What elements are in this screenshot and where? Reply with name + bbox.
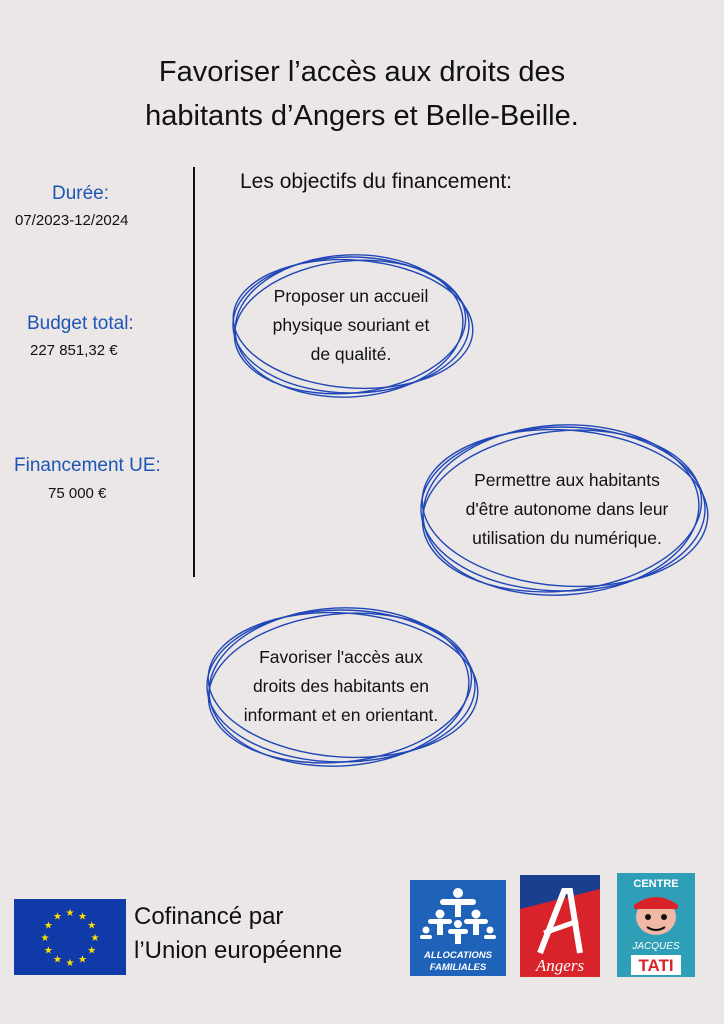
financement-label: Financement UE: bbox=[14, 455, 161, 476]
title-line-1: Favoriser l’accès aux droits des bbox=[158, 56, 566, 88]
objective-2-line-1: Permettre aux habitants bbox=[474, 469, 660, 490]
objective-3-line-3: informant et en orientant. bbox=[243, 704, 439, 725]
scribble-circle-3 bbox=[206, 607, 479, 767]
svg-text:★: ★ bbox=[53, 911, 62, 922]
svg-text:★: ★ bbox=[44, 921, 53, 932]
objective-bubble-3: Favoriser l'accès aux droits des habitan… bbox=[202, 604, 480, 768]
objective-1-line-1: Proposer un accueil bbox=[273, 285, 429, 306]
scribble-circle-1 bbox=[232, 254, 474, 398]
duree-value: 07/2023-12/2024 bbox=[15, 212, 129, 229]
angers-text: Angers bbox=[535, 956, 585, 975]
caf-text-1: ALLOCATIONS bbox=[423, 950, 493, 961]
title-line-2: habitants d’Angers et Belle-Beille. bbox=[145, 100, 579, 132]
angers-logo: Angers bbox=[520, 875, 600, 977]
tati-face-icon: CENTRE JACQUES TATI bbox=[631, 878, 681, 975]
objective-bubble-1: Proposer un accueil physique souriant et… bbox=[228, 250, 474, 400]
caf-logo: ALLOCATIONS FAMILIALES bbox=[410, 880, 506, 976]
objective-bubble-2: Permettre aux habitants d'être autonome … bbox=[416, 420, 710, 598]
svg-text:★: ★ bbox=[91, 933, 100, 944]
objective-3-line-2: droits des habitants en bbox=[252, 675, 430, 696]
eu-stars-icon: ★ ★ ★ ★ ★ ★ ★ ★ ★ ★ ★ ★ bbox=[41, 908, 100, 969]
svg-text:★: ★ bbox=[41, 933, 50, 944]
financement-value: 75 000 € bbox=[48, 485, 107, 502]
caf-text-2: FAMILIALES bbox=[430, 962, 487, 973]
angers-a-icon: Angers bbox=[520, 875, 600, 977]
svg-text:★: ★ bbox=[78, 911, 87, 922]
duree-label: Durée: bbox=[52, 183, 110, 204]
svg-text:★: ★ bbox=[87, 946, 96, 957]
svg-text:★: ★ bbox=[44, 946, 53, 957]
cofinance-line-2: l’Union européenne bbox=[134, 937, 343, 964]
svg-text:★: ★ bbox=[53, 955, 62, 966]
objective-1-line-3: de qualité. bbox=[310, 343, 392, 364]
objective-1-line-2: physique souriant et bbox=[272, 314, 430, 335]
budget-value: 227 851,32 € bbox=[30, 342, 118, 359]
objective-2-line-3: utilisation du numérique. bbox=[472, 527, 662, 548]
objective-3-text: Favoriser l'accès aux droits des habitan… bbox=[202, 604, 480, 768]
eu-flag-logo: ★ ★ ★ ★ ★ ★ ★ ★ ★ ★ ★ ★ bbox=[14, 899, 126, 975]
tati-text-1: CENTRE bbox=[633, 878, 678, 890]
cofinance-line-1: Cofinancé par bbox=[134, 903, 284, 930]
cofinance-text: Cofinancé par l’Union européenne bbox=[134, 900, 342, 968]
svg-text:★: ★ bbox=[87, 921, 96, 932]
scribble-circle-2 bbox=[420, 424, 709, 596]
tati-text-2: JACQUES bbox=[631, 941, 680, 952]
centre-jacques-tati-logo: CENTRE JACQUES TATI bbox=[617, 873, 695, 977]
objective-2-line-2: d'être autonome dans leur bbox=[465, 498, 669, 519]
svg-text:★: ★ bbox=[78, 955, 87, 966]
page-title: Favoriser l’accès aux droits des habitan… bbox=[0, 50, 724, 138]
objective-3-line-1: Favoriser l'accès aux bbox=[259, 646, 423, 667]
svg-text:★: ★ bbox=[66, 908, 75, 919]
objectives-heading: Les objectifs du financement: bbox=[240, 170, 512, 193]
vertical-divider bbox=[193, 167, 195, 577]
objective-1-text: Proposer un accueil physique souriant et… bbox=[228, 250, 474, 400]
family-figures-icon: ALLOCATIONS FAMILIALES bbox=[420, 888, 496, 973]
budget-label: Budget total: bbox=[27, 313, 134, 334]
tati-text-3: TATI bbox=[638, 956, 673, 975]
objective-2-text: Permettre aux habitants d'être autonome … bbox=[420, 420, 714, 598]
svg-text:★: ★ bbox=[66, 958, 75, 969]
